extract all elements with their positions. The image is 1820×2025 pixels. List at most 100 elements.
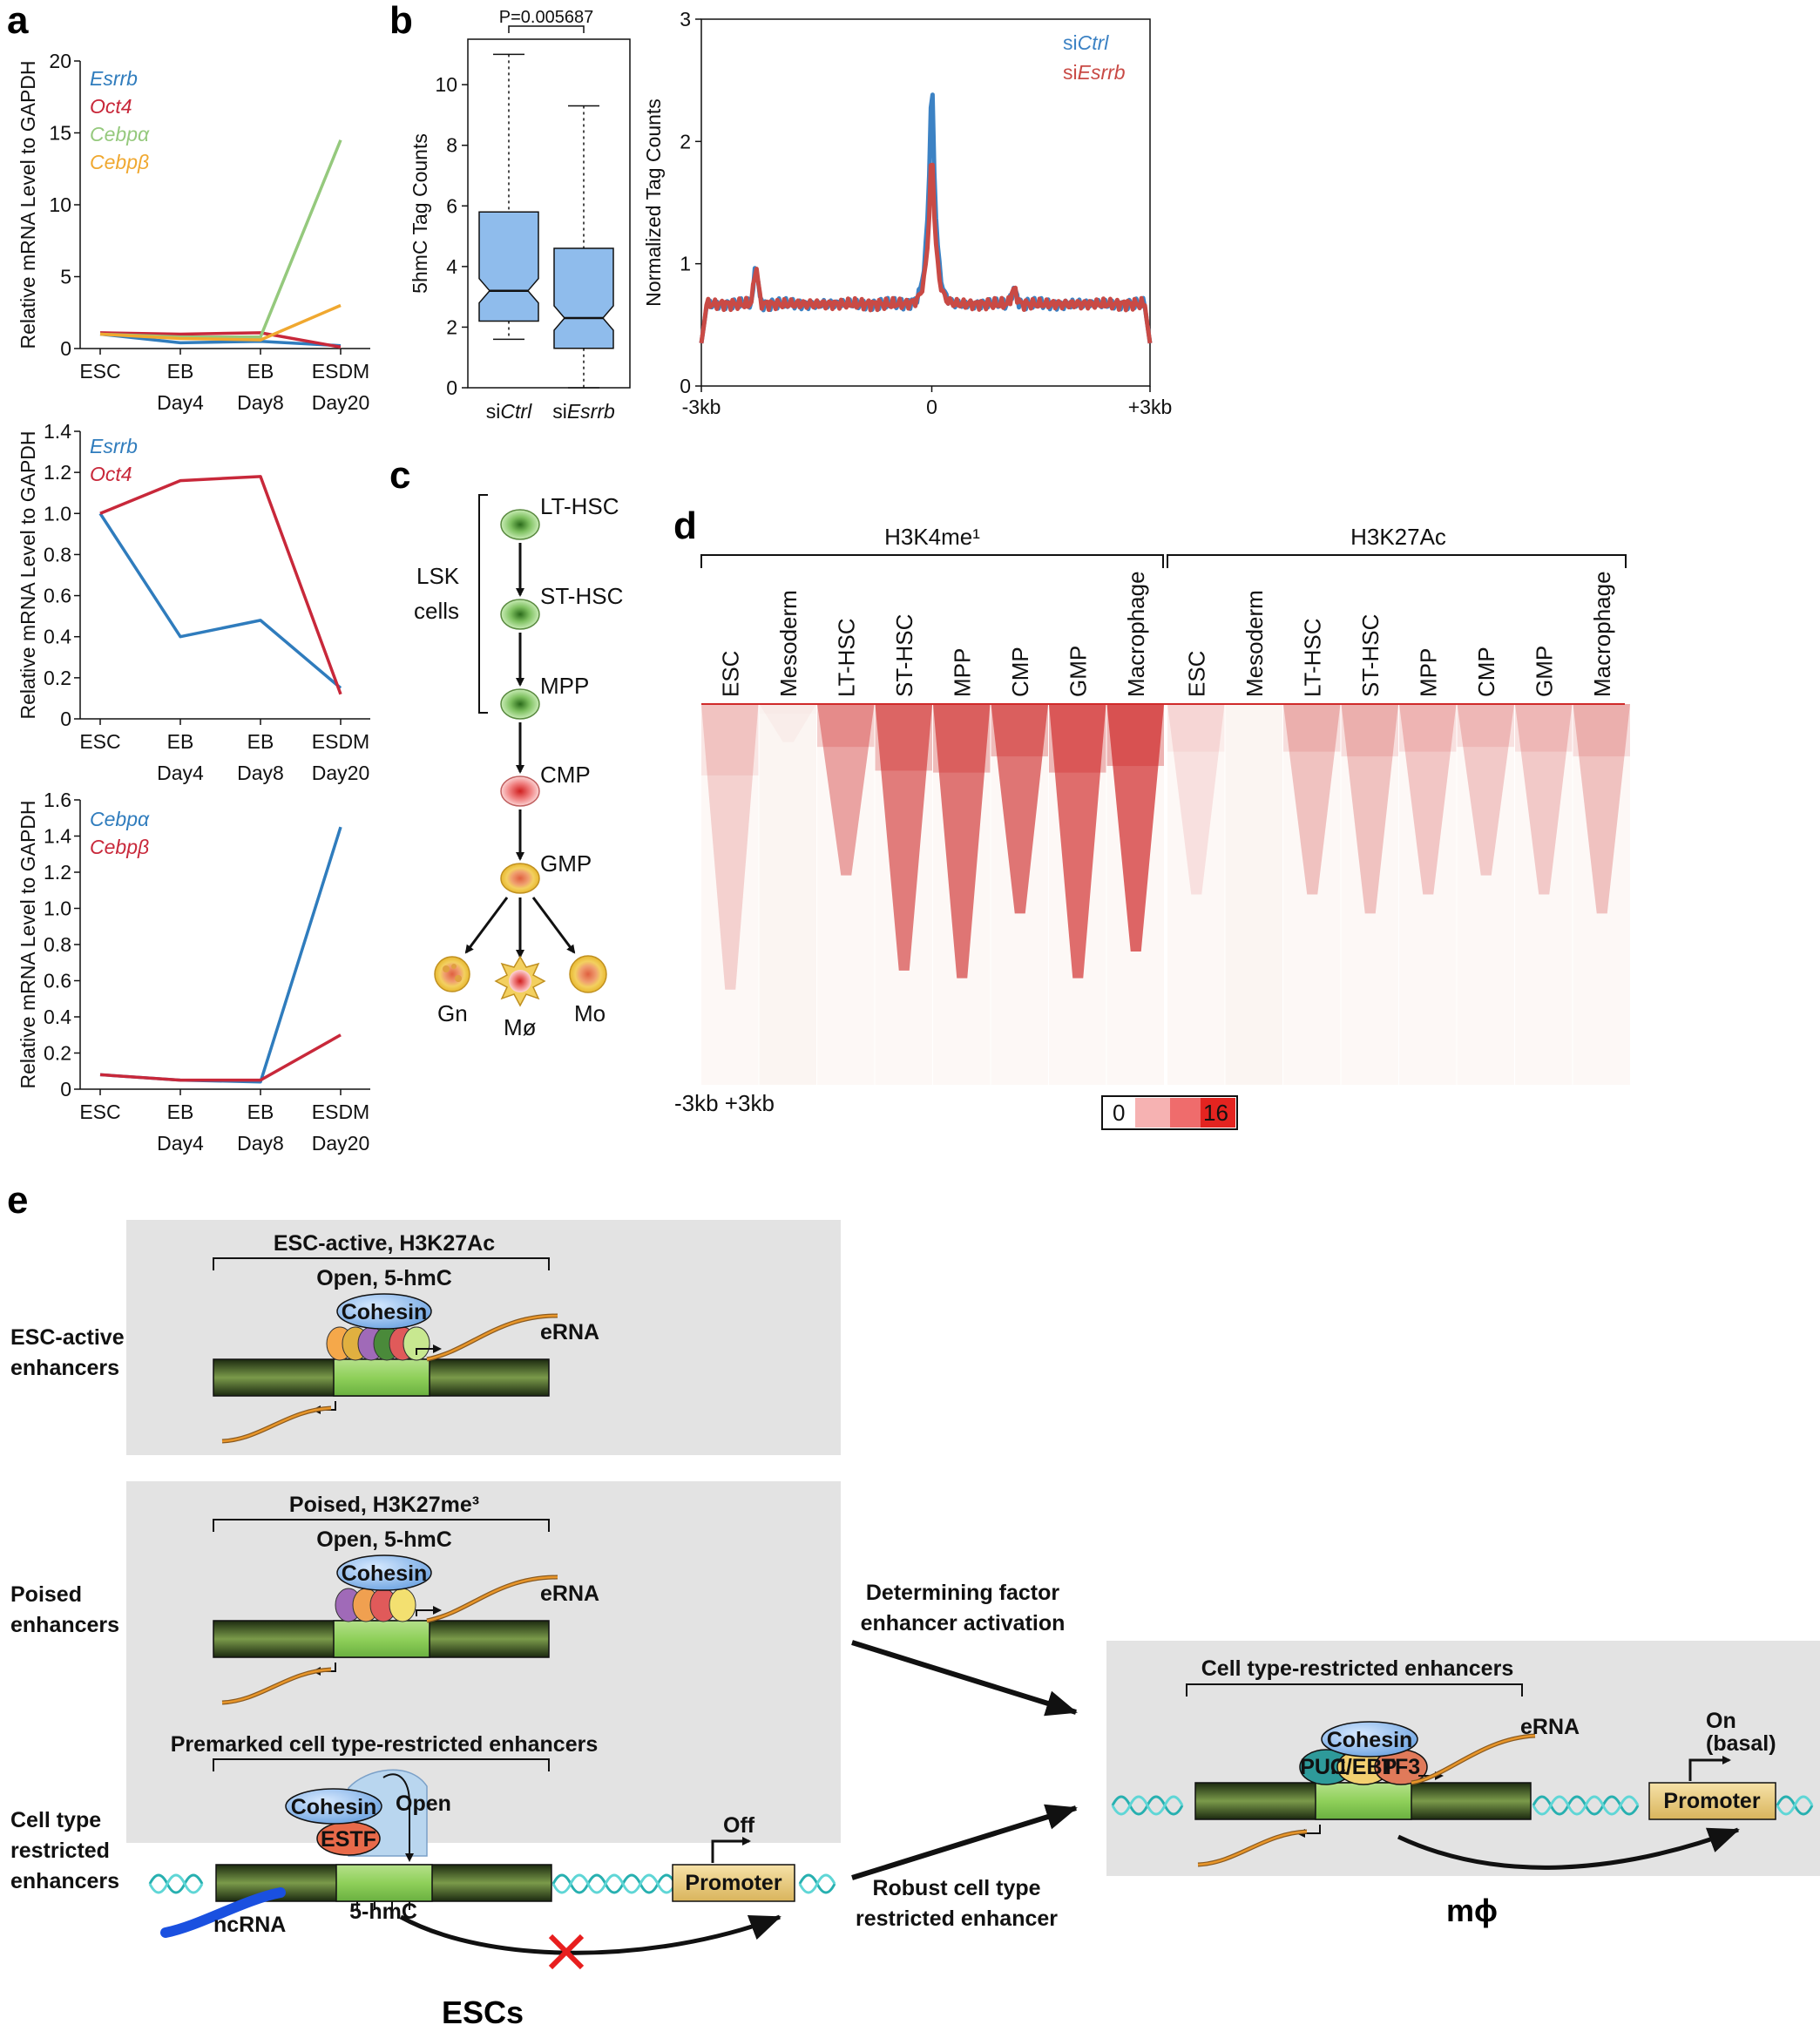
cell-label-st-hsc: ST-HSC bbox=[540, 583, 623, 609]
heatmap-signal bbox=[1457, 704, 1514, 876]
cell-gn bbox=[434, 956, 470, 992]
box2-side2-label-1: Cell type bbox=[10, 1808, 101, 1832]
box1-bracket bbox=[213, 1257, 550, 1270]
heatmap-signal bbox=[1399, 704, 1457, 895]
arrow1-label-1: Determining factor bbox=[866, 1581, 1060, 1605]
box3-erna-label: eRNA bbox=[1520, 1715, 1580, 1739]
box1-enhancer-core bbox=[333, 1358, 430, 1397]
y-tick-label: 1.2 bbox=[44, 461, 71, 484]
box1-cohesin bbox=[336, 1293, 432, 1330]
column-header-MPP: MPP bbox=[1415, 648, 1441, 697]
heatmap-signal-top bbox=[1573, 704, 1630, 757]
legend-italic: Ctrl bbox=[1078, 31, 1110, 54]
box2-erna-right-inner bbox=[426, 1575, 558, 1622]
heatmap-column-Macrophage bbox=[1573, 704, 1630, 1085]
x-tick-label: EB bbox=[247, 360, 274, 383]
dna-left-strand bbox=[148, 1873, 204, 1894]
x-tick-label: Day20 bbox=[312, 1132, 369, 1155]
arrow2-label-1: Robust cell type bbox=[872, 1876, 1040, 1900]
y-tick-label: 2 bbox=[446, 315, 457, 338]
box1-erna-left-inner bbox=[221, 1406, 332, 1443]
arrow-robust bbox=[851, 1804, 1078, 1880]
leaf-label-mo: Mo bbox=[574, 1000, 606, 1026]
open-arrow bbox=[382, 1773, 414, 1862]
heatmap-column-LT-HSC bbox=[817, 704, 875, 1085]
y-tick-label: 0.4 bbox=[44, 1006, 71, 1028]
y-tick-label: 2 bbox=[680, 130, 691, 152]
legend-entry-Esrrb: Esrrb bbox=[90, 435, 138, 457]
estf-label: ESTF bbox=[321, 1827, 376, 1852]
y-tick-label: 3 bbox=[680, 8, 691, 30]
box2-bracket2 bbox=[213, 1758, 550, 1771]
box2-enhancer-core bbox=[333, 1620, 430, 1658]
arrow-activation bbox=[851, 1640, 1078, 1717]
heatmap-signal bbox=[1341, 704, 1398, 914]
cell-st-hsc bbox=[500, 599, 540, 630]
cell-mo bbox=[569, 955, 607, 993]
box1-tf-lightgreen bbox=[403, 1326, 430, 1361]
y-axis-label: Relative mRNA Level to GAPDH bbox=[17, 60, 39, 349]
heatmap-group2-title: H3K27Ac bbox=[1350, 524, 1446, 550]
panel-label-e: e bbox=[7, 1179, 28, 1222]
column-header-Macrophage: Macrophage bbox=[1123, 571, 1149, 697]
y-tick-label: 0.6 bbox=[44, 585, 71, 607]
box2-erna-label: eRNA bbox=[540, 1581, 599, 1606]
legend-entry-Esrrb: siEsrrb bbox=[1063, 61, 1126, 84]
scale-swatch-1 bbox=[1135, 1098, 1170, 1128]
leaf-label-mo-macrophage: Mø bbox=[504, 1014, 537, 1040]
series-line-Oct4 bbox=[99, 331, 342, 349]
box2-erna-left-inner bbox=[221, 1668, 332, 1704]
heatmap-signal-top bbox=[1167, 704, 1225, 752]
column-header-ST-HSC: ST-HSC bbox=[1357, 614, 1384, 697]
y-axis-label: Relative mRNA Level to GAPDH bbox=[17, 800, 39, 1088]
box2-restricted-core bbox=[335, 1864, 433, 1902]
box bbox=[553, 247, 614, 349]
scale-swatch-2 bbox=[1170, 1098, 1201, 1128]
y-tick-label: 0.8 bbox=[44, 933, 71, 956]
heatmap-column-GMP bbox=[1515, 704, 1573, 1085]
scale-min: 0 bbox=[1113, 1100, 1125, 1126]
x-tick-label: ESC bbox=[79, 360, 120, 383]
block-x bbox=[548, 1934, 585, 1970]
box3-cohesin bbox=[1321, 1721, 1418, 1757]
y-tick-label: 15 bbox=[49, 122, 71, 145]
heatmap-column-CMP bbox=[1457, 704, 1514, 1085]
legend-prefix: si bbox=[1063, 31, 1078, 54]
column-header-Macrophage: Macrophage bbox=[1589, 571, 1615, 697]
y-tick-label: 0.8 bbox=[44, 543, 71, 566]
heatmap-signal bbox=[1049, 704, 1106, 979]
x-tick-label: EB bbox=[167, 730, 194, 753]
box1-side-label-1: ESC-active bbox=[10, 1325, 125, 1350]
x-tick-label: Day20 bbox=[312, 391, 369, 414]
heatmap-column-bg bbox=[817, 704, 875, 1085]
y-tick-label: 6 bbox=[446, 194, 457, 217]
box2-arrow-right bbox=[416, 1606, 442, 1616]
legend-entry-Cebpα: Cebpα bbox=[90, 808, 150, 830]
y-tick-label: 0 bbox=[446, 376, 457, 399]
heatmap-signal-top bbox=[1283, 704, 1341, 752]
ncrna bbox=[160, 1887, 286, 1938]
lsk-label-line1: LSK bbox=[416, 563, 460, 589]
box3-erna-left-inner bbox=[1197, 1830, 1308, 1866]
y-tick-label: 10 bbox=[49, 193, 71, 216]
panel-c-hierarchy: LSK cells LT-HSC ST-HSC MPP CMP GMP Gn M… bbox=[414, 493, 623, 1040]
heatmap-column-bg bbox=[1457, 704, 1514, 1085]
significance-bracket bbox=[508, 25, 585, 33]
heatmap-columns bbox=[701, 703, 1630, 1085]
box3-bracket-title: Cell type-restricted enhancers bbox=[1201, 1656, 1513, 1681]
cell-lt-hsc bbox=[500, 509, 540, 540]
heatmap-signal bbox=[1283, 704, 1341, 895]
y-tick-label: 0.6 bbox=[44, 970, 71, 992]
heatmap-signal bbox=[991, 704, 1048, 914]
column-header-LT-HSC: LT-HSC bbox=[1299, 618, 1325, 697]
box2-open2-label: Open bbox=[396, 1791, 451, 1816]
heatmap-column-Macrophage bbox=[1106, 704, 1164, 1085]
heatmap-signal bbox=[1515, 704, 1573, 895]
leaf-label-gn: Gn bbox=[437, 1000, 468, 1026]
cell-label-gmp: GMP bbox=[540, 850, 592, 877]
y-axis-label: Normalized Tag Counts bbox=[642, 98, 665, 307]
arrow1-label-2: enhancer activation bbox=[861, 1611, 1066, 1636]
x-tick-label: Day20 bbox=[312, 762, 369, 784]
